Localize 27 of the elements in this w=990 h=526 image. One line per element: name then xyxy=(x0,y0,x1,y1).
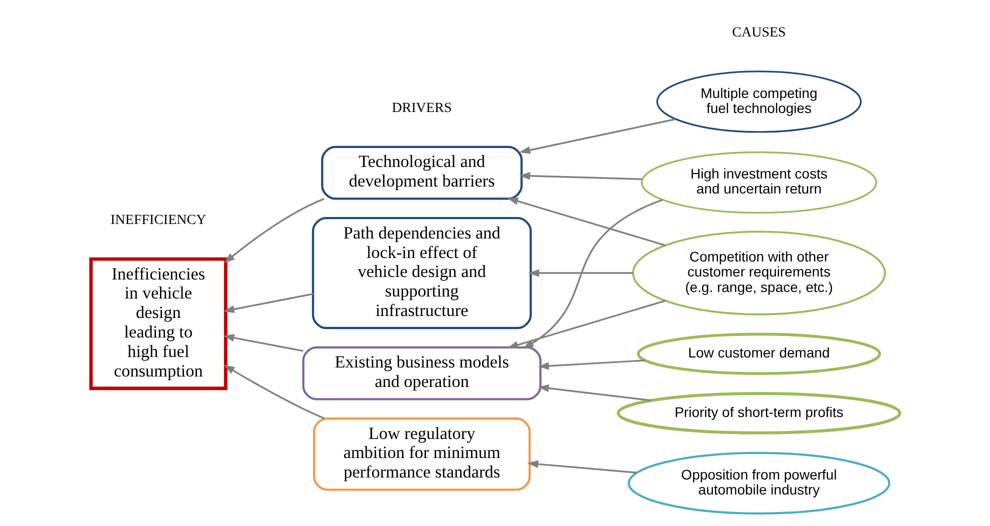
arrow xyxy=(537,384,650,401)
arrow xyxy=(522,198,662,348)
arrow xyxy=(222,334,303,352)
node-box: Technological and development barriers xyxy=(320,145,522,200)
node-ellipse: Priority of short-term profits xyxy=(616,391,901,434)
node-box: Existing business models and operation xyxy=(302,346,541,400)
arrow xyxy=(537,359,645,370)
node-ellipse: Low customer demand xyxy=(636,332,881,374)
node-ellipse: High investment costs and uncertain return xyxy=(640,150,877,214)
label: INEFFICIENCY xyxy=(110,212,206,228)
node-ellipse: Opposition from powerful automobile industry xyxy=(627,451,890,514)
arrow xyxy=(223,364,324,419)
arrow xyxy=(222,292,313,312)
arrow xyxy=(528,268,633,276)
node-box: Path dependencies and lock-in effect of vehicle design and supporting infrastructure xyxy=(311,216,532,329)
label: DRIVERS xyxy=(391,100,452,116)
node-ellipse: Competition with other customer requirements (e.g. range, space, etc.) xyxy=(632,230,886,315)
arrow xyxy=(518,172,642,180)
node-box: Low regulatory ambition for minimum performance standards xyxy=(312,416,530,490)
arrow xyxy=(518,118,675,154)
node-ellipse: Multiple competing fuel technologies xyxy=(656,70,862,132)
arrow xyxy=(506,299,666,348)
node-box: Inefficiencies in vehicle design leading to high fuel consumption xyxy=(88,256,227,390)
label: CAUSES xyxy=(732,24,786,40)
arrow xyxy=(223,198,324,263)
arrow xyxy=(526,460,636,474)
arrow xyxy=(506,196,666,246)
